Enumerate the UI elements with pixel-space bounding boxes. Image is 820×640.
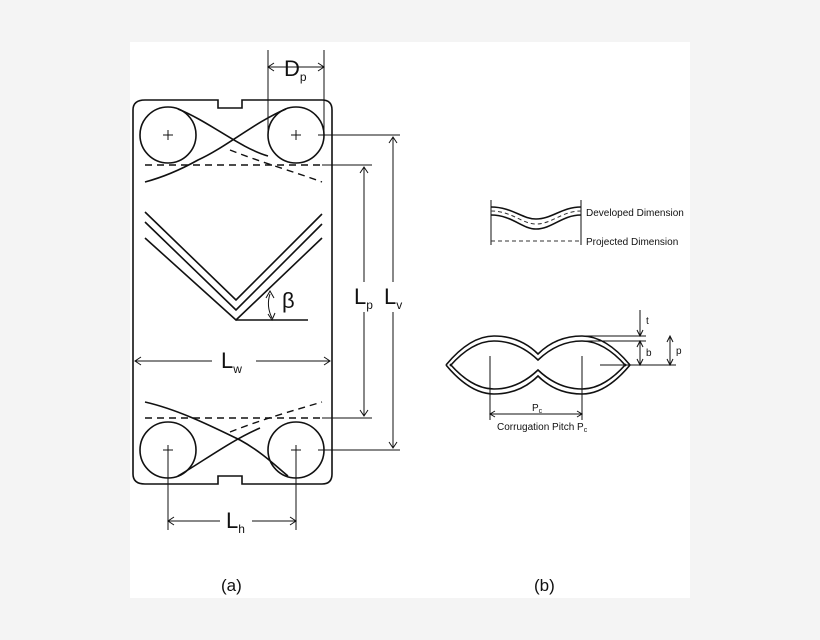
gasket-top-c: [229, 149, 323, 183]
port-top-left: [139, 106, 197, 164]
lw-arrows: [134, 356, 331, 366]
dp-arrows: [267, 62, 325, 72]
t-marker: [636, 310, 644, 338]
developed-wave-top: [490, 206, 582, 220]
developed-dimension-label: Developed Dimension: [586, 208, 684, 219]
corrugation-upper-plate: [445, 335, 631, 366]
figure-panel: [130, 42, 690, 598]
caption-b: (b): [534, 576, 555, 595]
p-marker: [666, 334, 674, 367]
corrugation-upper-plate-inner: [449, 340, 627, 367]
lp-label: Lp: [354, 284, 373, 312]
corrugation-lower-plate: [445, 364, 631, 395]
chevron-line-2: [144, 221, 323, 312]
gasket-bottom-b: [177, 427, 261, 477]
beta-arrow-down: [267, 312, 276, 322]
chevron-line-1: [144, 211, 323, 302]
lp-arrows: [359, 166, 369, 417]
p-label: p: [676, 346, 682, 357]
beta-arc: [267, 293, 273, 319]
lw-label: Lw: [221, 348, 242, 376]
t-label: t: [646, 316, 649, 327]
figure-b: Developed Dimension Projected Dimension …: [445, 200, 684, 595]
figure-a: β Dp Lv Lp Lw Lh (a): [132, 50, 402, 595]
corrugation-lower-plate-inner: [449, 363, 627, 390]
gasket-top-b: [144, 108, 287, 183]
beta-label: β: [282, 288, 295, 313]
plate-outline: [132, 99, 333, 485]
caption-a: (a): [221, 576, 242, 595]
lh-arrows: [167, 516, 297, 526]
pitch-short-label: Pc: [532, 403, 543, 415]
developed-wave-bottom: [490, 214, 582, 230]
gasket-top-a: [177, 108, 269, 157]
dp-label: Dp: [284, 56, 307, 84]
beta-arrow-up: [265, 289, 275, 299]
b-label: b: [646, 348, 652, 359]
lv-label: Lv: [384, 284, 402, 312]
projected-dimension-label: Projected Dimension: [586, 237, 678, 248]
gasket-bottom-c: [229, 401, 323, 433]
gasket-bottom-a: [144, 401, 289, 477]
corrugation-pitch-label: Corrugation Pitch Pc: [497, 422, 588, 434]
lh-label: Lh: [226, 508, 245, 536]
pitch-arrows: [489, 410, 583, 418]
developed-wave-centre: [490, 210, 582, 225]
lv-arrows: [388, 136, 398, 449]
